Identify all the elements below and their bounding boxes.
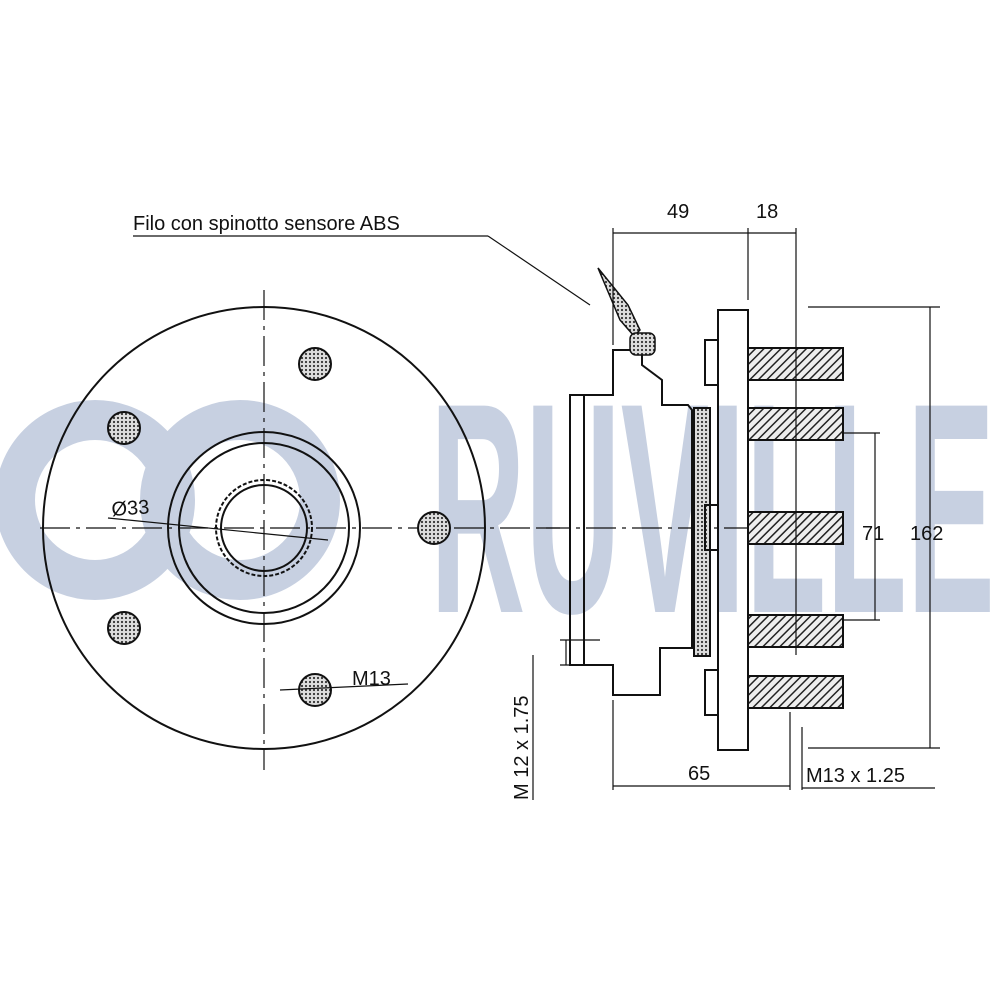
- dim-18-label: 18: [756, 201, 778, 223]
- thread-m12-label: M 12 x 1.75: [511, 695, 533, 800]
- dim-65-label: 65: [688, 763, 710, 785]
- watermark-text: RUVILLE: [430, 340, 995, 676]
- bolt-thread-label: M13: [352, 668, 391, 690]
- brand-watermark: RUVILLE: [0, 340, 995, 676]
- dim-162-label: 162: [910, 523, 943, 545]
- bore-diameter-label: Ø33: [111, 496, 150, 521]
- dim-71-label: 71: [862, 523, 884, 545]
- thread-m13-label: M13 x 1.25: [806, 765, 905, 787]
- dim-49-label: 49: [667, 201, 689, 223]
- front-view: [40, 290, 560, 770]
- abs-sensor-label: Filo con spinotto sensore ABS: [133, 213, 400, 235]
- bolt-holes: [107, 347, 451, 707]
- side-view: [133, 228, 940, 800]
